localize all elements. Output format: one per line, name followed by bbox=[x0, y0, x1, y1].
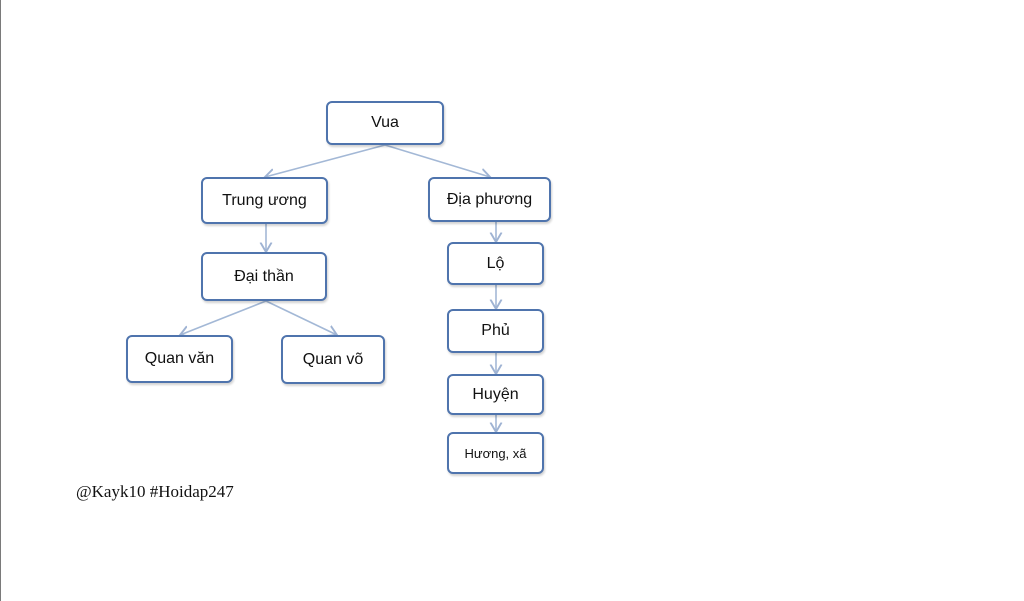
node-phu: Phủ bbox=[447, 309, 544, 353]
left-border-line bbox=[0, 0, 1, 601]
node-vua: Vua bbox=[326, 101, 444, 145]
node-dai-than: Đại thần bbox=[201, 252, 327, 301]
node-vua-label: Vua bbox=[371, 114, 399, 131]
node-quan-vo: Quan võ bbox=[281, 335, 385, 384]
node-huyen: Huyện bbox=[447, 374, 544, 415]
node-dia-phuong: Địa phương bbox=[428, 177, 551, 222]
node-dia-phuong-label: Địa phương bbox=[446, 190, 533, 208]
node-dai-than-label: Đại thần bbox=[234, 267, 294, 285]
node-huong-xa: Hương, xã bbox=[447, 432, 544, 474]
watermark-text: @Kayk10 #Hoidap247 bbox=[76, 482, 234, 501]
connector-vua-dia-phuong bbox=[384, 144, 490, 177]
node-huyen-label: Huyện bbox=[472, 385, 519, 403]
connector-dai-than-quan-van bbox=[180, 300, 267, 335]
node-quan-van: Quan văn bbox=[126, 335, 233, 383]
node-lo-label: Lộ bbox=[486, 254, 505, 272]
node-phu-label: Phủ bbox=[481, 322, 510, 339]
node-trung-uong: Trung ương bbox=[201, 177, 328, 224]
connector-dai-than-quan-vo bbox=[265, 300, 337, 335]
node-trung-uong-label: Trung ương bbox=[222, 191, 307, 209]
node-quan-van-label: Quan văn bbox=[144, 350, 215, 367]
node-quan-vo-label: Quan võ bbox=[302, 350, 364, 368]
node-lo: Lộ bbox=[447, 242, 544, 285]
node-huong-xa-label: Hương, xã bbox=[464, 445, 527, 461]
connector-vua-trung-uong bbox=[265, 144, 386, 177]
